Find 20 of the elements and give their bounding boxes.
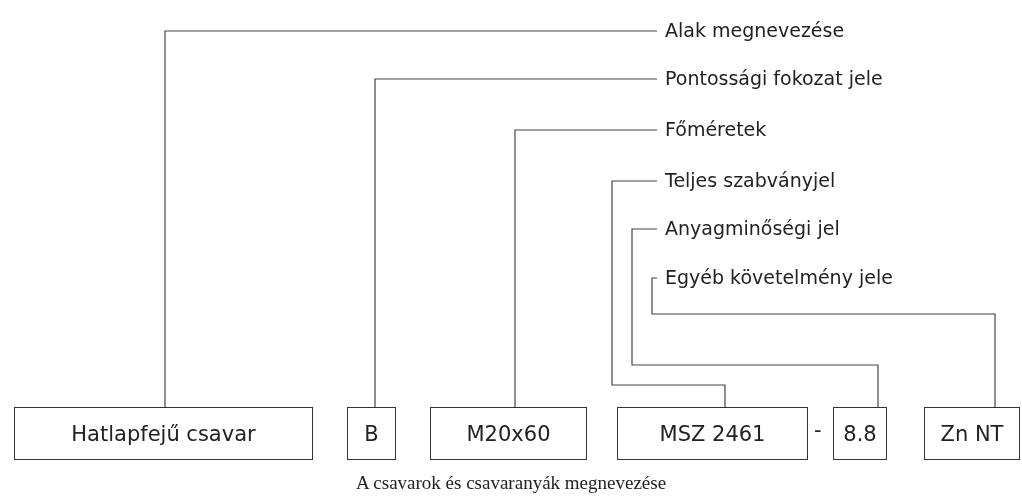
leader-line bbox=[631, 228, 879, 408]
caption: A csavarok és csavaranyák megnevezése bbox=[354, 472, 668, 494]
leader-line bbox=[164, 30, 658, 408]
leader-label: Egyéb követelmény jele bbox=[665, 265, 940, 291]
designation-box: MSZ 2461 bbox=[617, 407, 808, 460]
leader-line bbox=[611, 180, 726, 408]
leader-line bbox=[651, 277, 996, 408]
designation-box: M20x60 bbox=[430, 407, 587, 460]
designation-box: 8.8 bbox=[833, 407, 887, 460]
leader-label: Főméretek bbox=[665, 117, 795, 143]
leader-label: Pontossági fokozat jele bbox=[665, 66, 945, 92]
designation-box: B bbox=[347, 407, 396, 460]
leader-label: Teljes szabványjel bbox=[665, 168, 895, 194]
leader-line bbox=[514, 129, 658, 408]
leader-label: Anyagminőségi jel bbox=[665, 216, 880, 242]
leader-label: Alak megnevezése bbox=[665, 18, 865, 44]
separator-dash: - bbox=[814, 418, 822, 442]
leader-line bbox=[374, 78, 658, 408]
designation-box: Hatlapfejű csavar bbox=[14, 407, 313, 460]
designation-box: Zn NT bbox=[924, 407, 1020, 460]
